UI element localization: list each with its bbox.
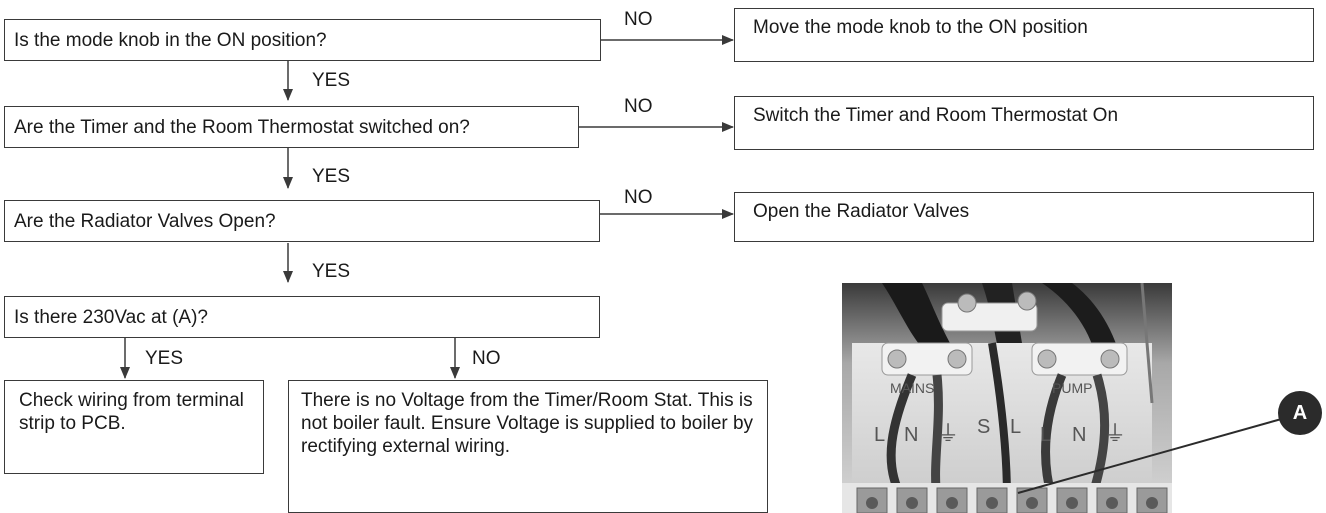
action-radiator-valves-text: Open the Radiator Valves xyxy=(753,201,970,222)
no-label-3: NO xyxy=(624,187,653,208)
svg-text:S: S xyxy=(977,416,990,438)
yes-label-1: YES xyxy=(312,70,351,91)
question-timer-thermostat-text: Are the Timer and the Room Thermostat sw… xyxy=(14,116,470,138)
svg-text:PUMP: PUMP xyxy=(1052,380,1092,396)
action-mode-knob: Move the mode knob to the ON position xyxy=(734,8,1314,62)
yes-label-3: YES xyxy=(312,261,351,282)
yes-label-2: YES xyxy=(312,166,351,187)
svg-text:⏚: ⏚ xyxy=(1104,421,1126,446)
question-mode-knob-text: Is the mode knob in the ON position? xyxy=(14,29,327,51)
terminal-block-photo: MAINS PUMP L N S L L N ⏚ ⏚ xyxy=(842,283,1172,513)
action-mode-knob-text: Move the mode knob to the ON position xyxy=(753,17,1088,38)
question-radiator-valves-text: Are the Radiator Valves Open? xyxy=(14,210,276,232)
question-radiator-valves: Are the Radiator Valves Open? xyxy=(4,200,600,242)
callout-a: A xyxy=(1292,402,1308,424)
question-mode-knob: Is the mode knob in the ON position? xyxy=(4,19,601,61)
action-timer-thermostat-text: Switch the Timer and Room Thermostat On xyxy=(753,105,1119,126)
action-radiator-valves: Open the Radiator Valves xyxy=(734,192,1314,242)
svg-text:L: L xyxy=(874,424,885,446)
question-voltage-at-a: Is there 230Vac at (A)? xyxy=(4,296,600,338)
question-timer-thermostat: Are the Timer and the Room Thermostat sw… xyxy=(4,106,579,148)
svg-text:N: N xyxy=(904,424,918,446)
svg-text:L: L xyxy=(1010,416,1021,438)
action-no-voltage-text: There is no Voltage from the Timer/Room … xyxy=(301,390,754,457)
svg-text:MAINS: MAINS xyxy=(890,380,934,396)
yes-label-voltage: YES xyxy=(145,348,184,369)
action-check-wiring: Check wiring from terminal strip to PCB. xyxy=(4,380,264,474)
svg-text:⏚: ⏚ xyxy=(937,421,959,446)
svg-text:N: N xyxy=(1072,424,1086,446)
svg-text:L: L xyxy=(1040,424,1051,446)
action-timer-thermostat: Switch the Timer and Room Thermostat On xyxy=(734,96,1314,150)
no-label-1: NO xyxy=(624,9,653,30)
no-label-2: NO xyxy=(624,96,653,117)
no-label-voltage: NO xyxy=(472,348,501,369)
action-check-wiring-text: Check wiring from terminal strip to PCB. xyxy=(19,390,244,434)
action-no-voltage: There is no Voltage from the Timer/Room … xyxy=(288,380,768,513)
question-voltage-at-a-text: Is there 230Vac at (A)? xyxy=(14,306,208,328)
